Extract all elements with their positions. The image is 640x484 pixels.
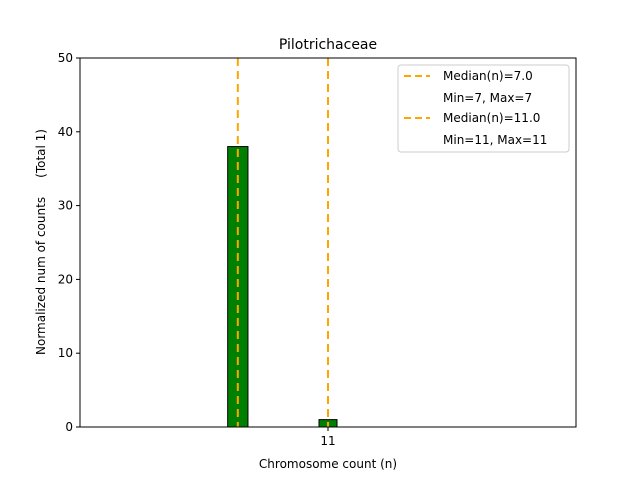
y-tick-label: 50 <box>58 51 73 65</box>
legend: Median(n)=7.0 Min=7, Max=7 Median(n)=11.… <box>397 64 570 153</box>
y-tick-label: 20 <box>58 272 73 286</box>
x-axis-label: Chromosome count (n) <box>259 457 397 471</box>
y-tick-label: 10 <box>58 346 73 360</box>
x-tick-label: 11 <box>320 434 335 448</box>
y-tick-label: 40 <box>58 125 73 139</box>
y-tick-label: 30 <box>58 199 73 213</box>
chart-title: Pilotrichaceae <box>279 37 377 53</box>
legend-label-2: Median(n)=11.0 <box>443 111 540 125</box>
legend-sublabel-2: Min=11, Max=11 <box>443 133 547 147</box>
legend-label-1: Median(n)=7.0 <box>443 69 533 83</box>
legend-sublabel-1: Min=7, Max=7 <box>443 91 532 105</box>
y-axis-label: Normalized num of counts (Total 1) <box>34 129 48 355</box>
plot-frame <box>79 57 577 428</box>
legend-box <box>397 64 570 153</box>
y-tick-label: 0 <box>65 420 73 434</box>
